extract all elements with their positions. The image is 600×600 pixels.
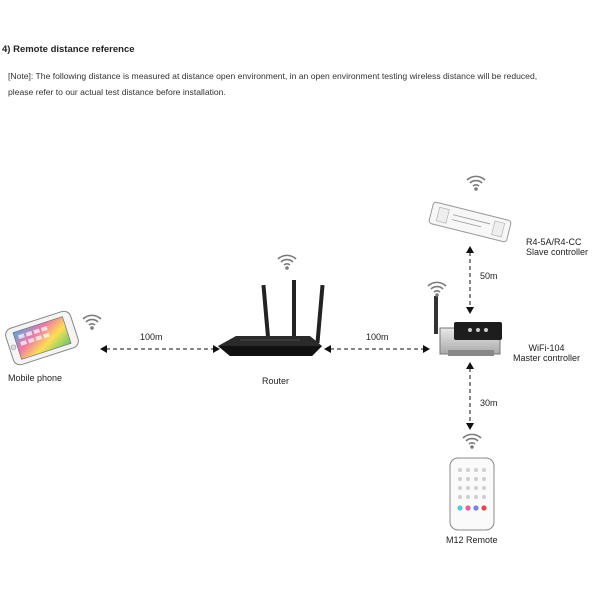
arrow-icon bbox=[466, 423, 474, 430]
slave-controller-label: R4-5A/R4-CC Slave controller bbox=[526, 237, 588, 257]
installation-note: [Note]: The following distance is measur… bbox=[8, 68, 598, 100]
arrow-icon bbox=[423, 345, 430, 353]
wifi-signal-icon bbox=[462, 433, 482, 450]
m12-remote-icon bbox=[449, 457, 495, 531]
note-line-1: [Note]: The following distance is measur… bbox=[8, 71, 538, 81]
master-type-label: Master controller bbox=[513, 353, 581, 363]
distance-slave-master: 50m bbox=[480, 271, 498, 281]
distance-router-master: 100m bbox=[366, 332, 389, 342]
arrow-icon bbox=[213, 345, 220, 353]
slave-model-label: R4-5A/R4-CC bbox=[526, 237, 582, 247]
master-controller-label: WiFi-104 Master controller bbox=[513, 343, 580, 363]
wifi-signal-icon bbox=[427, 281, 447, 298]
slave-controller-icon bbox=[428, 201, 512, 243]
router-icon bbox=[218, 280, 325, 356]
mobile-phone-icon bbox=[5, 310, 79, 366]
wifi-signal-icon bbox=[466, 175, 486, 192]
mobile-phone-label: Mobile phone bbox=[8, 373, 63, 383]
arrow-icon bbox=[100, 345, 107, 353]
arrow-icon bbox=[466, 307, 474, 314]
wifi-signal-icon bbox=[277, 254, 297, 271]
arrow-icon bbox=[466, 362, 474, 369]
router-label: Router bbox=[262, 376, 290, 386]
distance-phone-router: 100m bbox=[140, 332, 163, 342]
master-controller-icon bbox=[434, 296, 502, 356]
distance-master-remote: 30m bbox=[480, 398, 498, 408]
arrow-icon bbox=[466, 246, 474, 253]
slave-type-label: Slave controller bbox=[526, 247, 589, 257]
arrow-icon bbox=[324, 345, 331, 353]
wifi-signal-icon bbox=[82, 314, 102, 331]
master-model-label: WiFi-104 bbox=[528, 343, 565, 353]
section-heading: 4) Remote distance reference bbox=[2, 44, 135, 55]
note-line-2: please refer to our actual test distance… bbox=[8, 87, 226, 97]
m12-remote-label: M12 Remote bbox=[446, 535, 498, 545]
